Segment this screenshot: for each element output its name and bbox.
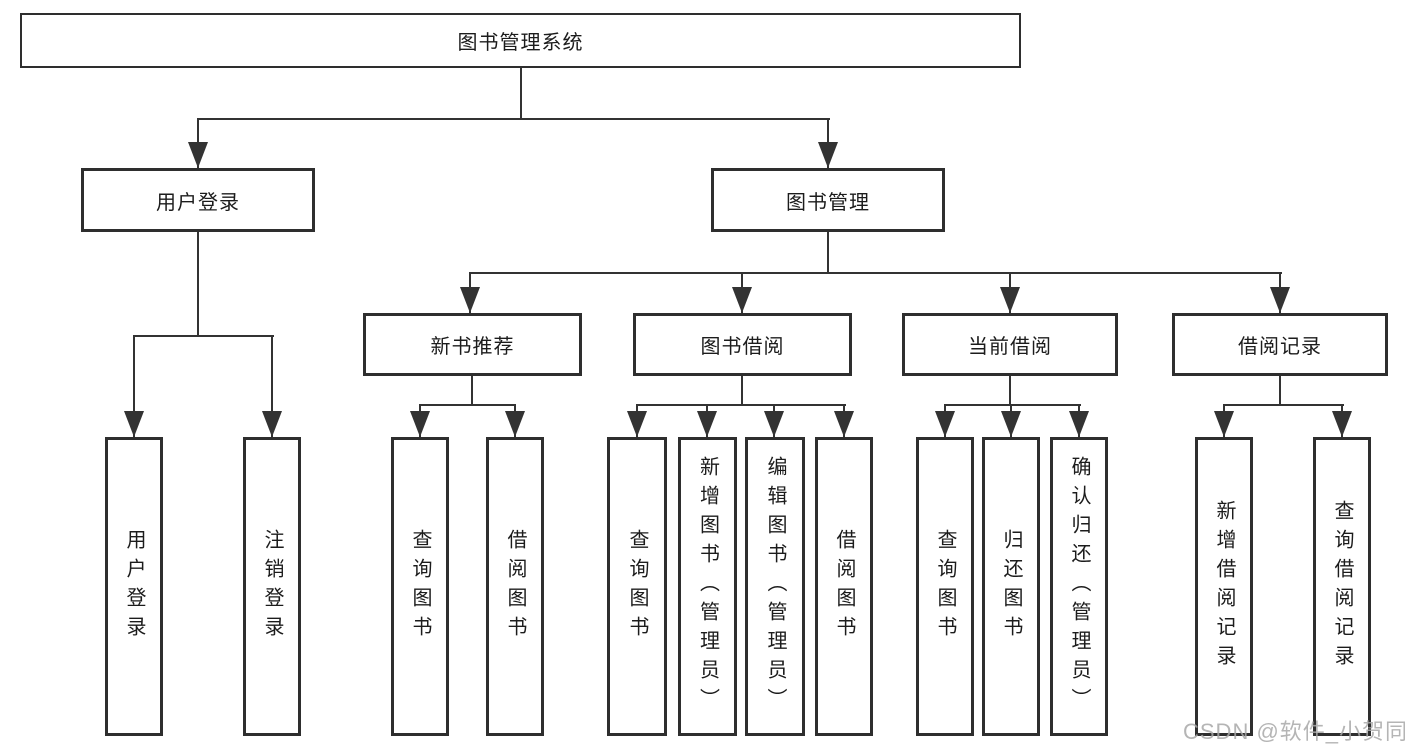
leaf-label: 借阅图书 <box>504 528 526 645</box>
leaf-return-books: 归还图书 <box>982 437 1040 736</box>
arrowhead-icon <box>460 287 480 313</box>
leaf-query-books-current: 查询图书 <box>916 437 974 736</box>
connector-line <box>520 68 522 120</box>
arrowhead-icon <box>505 411 525 437</box>
leaf-label: 新增图书（管理员） <box>696 456 719 717</box>
connector-line <box>944 404 1081 406</box>
connector-line <box>471 376 473 406</box>
leaf-edit-books-admin: 编辑图书（管理员） <box>745 437 805 736</box>
node-root: 图书管理系统 <box>20 13 1021 68</box>
leaf-label: 新增借阅记录 <box>1213 499 1235 674</box>
leaf-logout: 注销登录 <box>243 437 301 736</box>
leaf-query-books-recommend: 查询图书 <box>391 437 449 736</box>
connector-line <box>197 118 830 120</box>
leaf-label: 查询图书 <box>934 528 956 645</box>
connector-line <box>1223 404 1344 406</box>
connector-line <box>469 272 1282 274</box>
leaf-user-login: 用户登录 <box>105 437 163 736</box>
connector-line <box>133 335 274 337</box>
connector-line <box>741 376 743 406</box>
leaf-label: 编辑图书（管理员） <box>764 456 786 717</box>
arrowhead-icon <box>627 411 647 437</box>
arrowhead-icon <box>1069 411 1089 437</box>
connector-line <box>197 232 199 337</box>
leaf-borrow-books: 借阅图书 <box>815 437 873 736</box>
leaf-add-books-admin: 新增图书（管理员） <box>678 437 737 736</box>
leaf-borrow-books-recommend: 借阅图书 <box>486 437 544 736</box>
arrowhead-icon <box>262 411 282 437</box>
leaf-label: 查询图书 <box>409 528 431 645</box>
leaf-label: 用户登录 <box>123 528 145 645</box>
connector-line <box>271 335 273 437</box>
connector-line <box>133 335 135 437</box>
arrowhead-icon <box>834 411 854 437</box>
arrowhead-icon <box>697 411 717 437</box>
leaf-label: 查询借阅记录 <box>1331 499 1353 674</box>
arrowhead-icon <box>1000 287 1020 313</box>
connector-line <box>419 404 516 406</box>
arrowhead-icon <box>764 411 784 437</box>
node-borrow-records: 借阅记录 <box>1172 313 1388 376</box>
node-new-book-recommend: 新书推荐 <box>363 313 582 376</box>
node-book-management: 图书管理 <box>711 168 945 232</box>
arrowhead-icon <box>124 411 144 437</box>
connector-line <box>1009 376 1011 406</box>
arrowhead-icon <box>818 142 838 168</box>
csdn-watermark: CSDN @软件_小贺同学 <box>1183 719 1405 744</box>
arrowhead-icon <box>188 142 208 168</box>
leaf-query-books-borrow: 查询图书 <box>607 437 667 736</box>
leaf-label: 查询图书 <box>626 528 648 645</box>
arrowhead-icon <box>935 411 955 437</box>
arrowhead-icon <box>410 411 430 437</box>
connector-line <box>827 232 829 274</box>
leaf-query-borrow-record: 查询借阅记录 <box>1313 437 1371 736</box>
node-book-borrow: 图书借阅 <box>633 313 852 376</box>
leaf-confirm-return-admin: 确认归还（管理员） <box>1050 437 1108 736</box>
arrowhead-icon <box>1332 411 1352 437</box>
node-user-login: 用户登录 <box>81 168 315 232</box>
arrowhead-icon <box>1214 411 1234 437</box>
leaf-label: 注销登录 <box>261 528 283 645</box>
leaf-label: 确认归还（管理员） <box>1068 456 1090 717</box>
arrowhead-icon <box>1001 411 1021 437</box>
connector-line <box>1279 376 1281 406</box>
node-current-borrow: 当前借阅 <box>902 313 1118 376</box>
leaf-label: 借阅图书 <box>833 528 855 645</box>
arrowhead-icon <box>732 287 752 313</box>
arrowhead-icon <box>1270 287 1290 313</box>
leaf-label: 归还图书 <box>1000 528 1022 645</box>
connector-line <box>636 404 846 406</box>
leaf-add-borrow-record: 新增借阅记录 <box>1195 437 1253 736</box>
